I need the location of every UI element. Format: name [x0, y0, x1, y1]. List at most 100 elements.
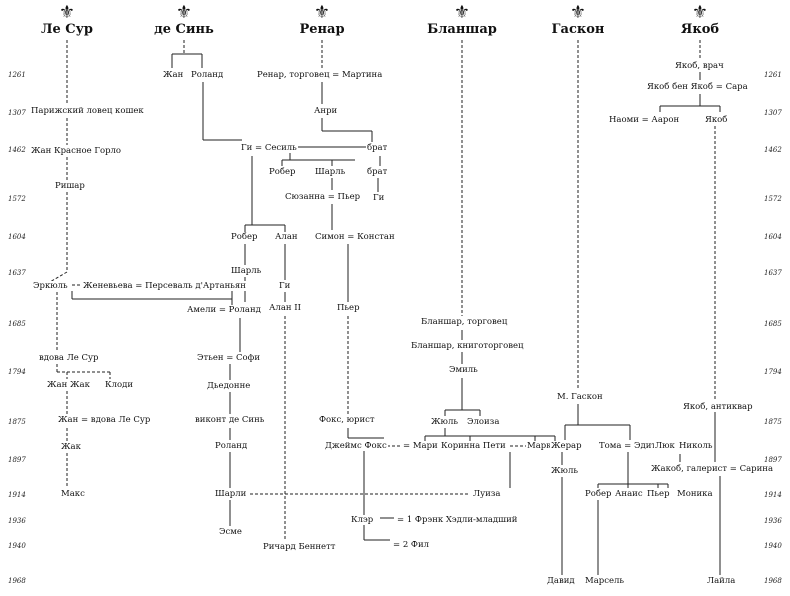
- person-node: Моника: [676, 489, 714, 499]
- fleur-de-lis-icon: ⚜: [175, 2, 193, 23]
- person-node: Шарль: [230, 266, 263, 276]
- family-renar: Ренар: [299, 22, 345, 37]
- family-blanshar: Бланшар: [427, 22, 497, 37]
- person-node: Этьен = Софи: [196, 353, 261, 363]
- person-node: Тома = Эдит: [598, 441, 658, 451]
- person-node: Якоб бен Якоб = Сара: [646, 82, 749, 92]
- person-node: Пьер: [646, 489, 671, 499]
- person-node: Ренар, торговец = Мартина: [256, 70, 384, 80]
- person-node: Марк: [526, 441, 553, 451]
- person-node: Жак: [60, 442, 82, 452]
- year-1685-right: 1685: [764, 320, 782, 328]
- year-1604-left: 1604: [8, 233, 26, 241]
- person-node: Эсме: [218, 527, 243, 537]
- person-node: Жан = вдова Ле Сур: [57, 415, 152, 425]
- person-node: брат: [366, 167, 389, 177]
- year-1307-left: 1307: [8, 109, 26, 117]
- year-1685-left: 1685: [8, 320, 26, 328]
- person-node: Люк: [654, 441, 676, 451]
- person-node: Жан: [162, 70, 185, 80]
- year-1794-left: 1794: [8, 368, 26, 376]
- person-node: Жакоб, галерист = Сарина: [650, 464, 775, 474]
- person-node: Якоб, антиквар: [682, 402, 754, 412]
- person-node: Якоб, врач: [674, 61, 725, 71]
- fleur-de-lis-icon: ⚜: [569, 2, 587, 23]
- person-node: Якоб: [704, 115, 729, 125]
- fleur-de-lis-icon: ⚜: [313, 2, 331, 23]
- year-1914-right: 1914: [764, 491, 782, 499]
- person-node: Луиза: [472, 489, 502, 499]
- year-1875-left: 1875: [8, 418, 26, 426]
- fleur-de-lis-icon: ⚜: [58, 2, 76, 23]
- person-node: Робер: [230, 232, 259, 242]
- year-1875-right: 1875: [764, 418, 782, 426]
- person-node: Лайла: [706, 576, 737, 586]
- person-node: Алан II: [268, 303, 302, 313]
- family-gaskon: Гаскон: [551, 22, 605, 37]
- person-node: Жерар: [550, 441, 583, 451]
- person-node: Женевьева = Персеваль д'Артаньян: [82, 281, 247, 291]
- person-node: Ришар: [54, 181, 86, 191]
- person-node: Фокс, юрист: [318, 415, 376, 425]
- person-node: Марсель: [584, 576, 626, 586]
- person-node: Анаис: [614, 489, 644, 499]
- person-node: = 2 Фил: [392, 540, 431, 550]
- person-node: Макс: [60, 489, 86, 499]
- family-le-sur: Ле Сур: [40, 22, 94, 37]
- year-1637-left: 1637: [8, 269, 26, 277]
- person-node: Шарли: [214, 489, 248, 499]
- person-node: Наоми = Аарон: [608, 115, 681, 125]
- family-yakob: Якоб: [680, 22, 720, 37]
- person-node: = 1 Фрэнк Хэдли-младший: [396, 515, 519, 525]
- year-1604-right: 1604: [764, 233, 782, 241]
- person-node: Пьер: [336, 303, 361, 313]
- year-1261-left: 1261: [8, 71, 26, 79]
- year-1637-right: 1637: [764, 269, 782, 277]
- person-node: Жюль: [430, 417, 459, 427]
- year-1261-right: 1261: [764, 71, 782, 79]
- person-node: Джеймс Фокс: [324, 441, 388, 451]
- person-node: Элоиза: [466, 417, 501, 427]
- year-1914-left: 1914: [8, 491, 26, 499]
- person-node: Дьедонне: [206, 381, 252, 391]
- year-1462-left: 1462: [8, 146, 26, 154]
- fleur-de-lis-icon: ⚜: [453, 2, 471, 23]
- year-1936-right: 1936: [764, 517, 782, 525]
- year-1968-left: 1968: [8, 577, 26, 585]
- year-1462-right: 1462: [764, 146, 782, 154]
- person-node: Ги = Сесиль: [240, 143, 298, 153]
- year-1968-right: 1968: [764, 577, 782, 585]
- person-node: Парижский ловец кошек: [30, 106, 145, 116]
- person-node: Ричард Беннетт: [262, 542, 337, 552]
- person-node: Жан Жак: [46, 380, 91, 390]
- person-node: брат: [366, 143, 389, 153]
- person-node: Роланд: [190, 70, 225, 80]
- person-node: Давид: [546, 576, 576, 586]
- person-node: М. Гаскон: [556, 392, 604, 402]
- person-node: Жан Красное Горло: [30, 146, 123, 156]
- year-1936-left: 1936: [8, 517, 26, 525]
- family-de-sin: де Синь: [154, 22, 214, 37]
- person-node: Робер: [584, 489, 613, 499]
- year-1940-left: 1940: [8, 542, 26, 550]
- person-node: Клэр: [350, 515, 375, 525]
- person-node: Ги: [278, 281, 292, 291]
- person-node: Коринна Пети: [440, 441, 507, 451]
- person-node: Сюзанна = Пьер: [284, 192, 362, 202]
- person-node: Эмиль: [448, 365, 479, 375]
- person-node: Бланшар, торговец: [420, 317, 509, 327]
- person-node: вдова Ле Сур: [38, 353, 100, 363]
- year-1307-right: 1307: [764, 109, 782, 117]
- person-node: = Мари: [402, 441, 439, 451]
- fleur-de-lis-icon: ⚜: [691, 2, 709, 23]
- year-1572-right: 1572: [764, 195, 782, 203]
- year-1897-left: 1897: [8, 456, 26, 464]
- person-node: Клоди: [104, 380, 134, 390]
- year-1572-left: 1572: [8, 195, 26, 203]
- person-node: Эркюль: [32, 281, 69, 291]
- year-1940-right: 1940: [764, 542, 782, 550]
- person-node: Симон = Констан: [314, 232, 396, 242]
- person-node: Робер: [268, 167, 297, 177]
- person-node: Амели = Роланд: [186, 305, 262, 315]
- person-node: виконт де Синь: [194, 415, 266, 425]
